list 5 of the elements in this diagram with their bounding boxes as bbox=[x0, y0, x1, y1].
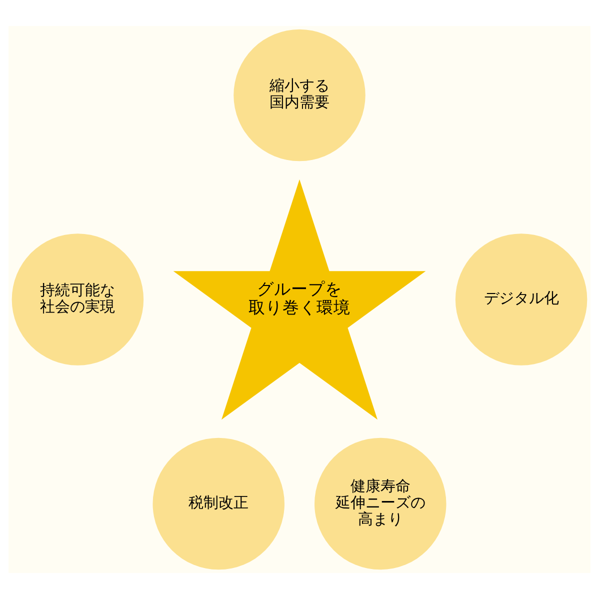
node-circle: 縮小する国内需要 bbox=[234, 29, 366, 162]
node-circle: 持続可能な社会の実現 bbox=[12, 234, 144, 366]
node-circle: 税制改正 bbox=[152, 438, 284, 570]
node-circle: デジタル化 bbox=[455, 234, 588, 366]
node-circle: 健康寿命延伸ニーズの高まり bbox=[314, 438, 446, 570]
